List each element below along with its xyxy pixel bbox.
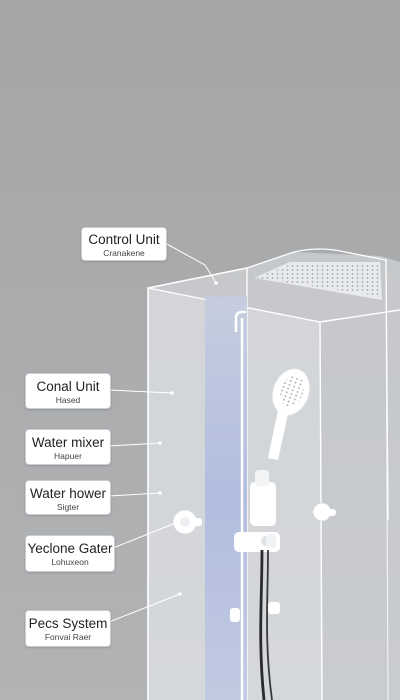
shower-hose [259,549,266,700]
rain-shower-head-icon [254,262,382,300]
mixer-valve-icon [234,532,280,552]
callout-title: Pecs System [28,616,108,631]
handheld-shower-icon [250,368,311,526]
leader-line-1 [108,389,173,394]
leader-dot-5 [178,592,182,596]
callout-title: Conal Unit [36,379,100,394]
glass-edge-right [385,259,389,700]
callout-title: Water mixer [31,435,105,450]
leader-line-5 [108,593,181,623]
callout-subtitle: Hased [55,395,81,405]
callout-subtitle: Fonvai Raer [44,632,92,642]
leader-dot-4 [176,520,180,524]
left-valve-knob [172,509,202,535]
lower-fittings [230,602,280,622]
leader-lines [108,242,218,623]
leader-line-2 [108,442,161,447]
shower-hose-2 [266,549,273,700]
callout-yeclone-gater: Yeclone Gater Lohuxeon [25,535,115,572]
callout-title: Water hower [29,486,107,501]
leader-dot-2 [158,441,162,445]
callout-title: Control Unit [88,232,160,247]
leader-dot-0 [214,281,218,285]
callout-water-hower: Water hower Sigter [25,480,111,515]
riser-elbow [234,310,246,332]
callout-subtitle: Lohuxeon [51,557,89,567]
right-valve-knob [312,502,336,522]
callout-conal-unit: Conal Unit Hased [25,373,111,409]
callout-title: Yeclone Gater [27,541,113,556]
leader-line-3 [108,492,161,497]
callout-subtitle: Cranakene [103,248,145,258]
leader-line-0 [164,242,217,284]
leader-dot-3 [158,491,162,495]
callout-subtitle: Sigter [56,502,80,512]
callout-control-unit: Control Unit Cranakene [81,227,167,261]
callout-subtitle: Hapuer [54,451,82,461]
callout-pecs-system: Pecs System Fonvai Raer [25,610,111,647]
callout-water-mixer: Water mixer Hapuer [25,429,111,465]
leader-line-4 [112,521,179,549]
glass-enclosure [147,248,400,700]
leader-dot-1 [170,391,174,395]
water-column [205,296,247,700]
